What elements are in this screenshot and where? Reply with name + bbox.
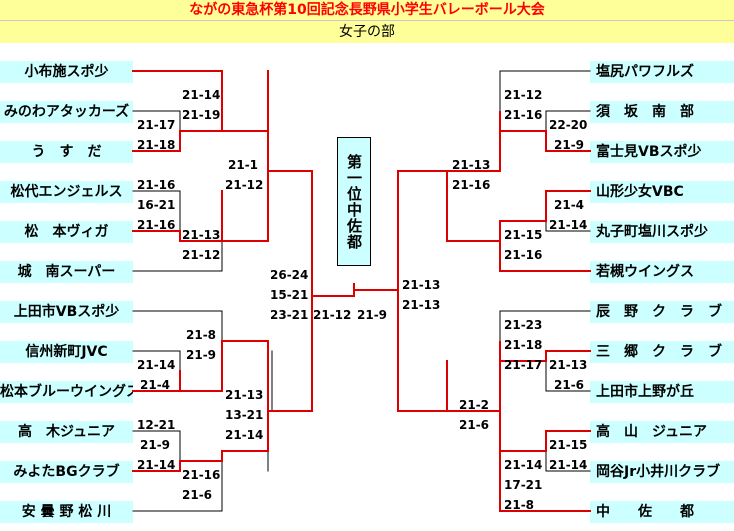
score: 21-14 (182, 88, 221, 102)
team-left-3: う す だ (0, 141, 133, 163)
score: 21-17 (504, 358, 543, 372)
score: 21-13 (452, 158, 491, 172)
score: 21-6 (554, 378, 585, 392)
score: 21-9 (140, 438, 171, 452)
score: 21-16 (504, 108, 543, 122)
score: 21-16 (137, 218, 176, 232)
team-right-9: 上田市上野が丘 (590, 381, 734, 403)
score: 21-13 (225, 388, 264, 402)
score: 12-21 (137, 418, 176, 432)
score: 21-17 (137, 118, 176, 132)
champion-box: 第一位中佐都 (337, 137, 371, 266)
score: 21-12 (504, 88, 543, 102)
score: 21-16 (137, 178, 176, 192)
score: 21-19 (182, 108, 221, 122)
team-right-3: 富士見VBスポ少 (590, 141, 734, 163)
team-right-12: 中 佐 都 (590, 501, 734, 523)
score: 21-4 (140, 378, 171, 392)
team-left-7: 上田市VBスポ少 (0, 301, 133, 323)
score: 21-13 (549, 358, 588, 372)
division-subtitle: 女子の部 (0, 20, 734, 43)
score: 21-13 (402, 278, 441, 292)
score: 21-9 (186, 348, 217, 362)
team-right-5: 丸子町塩川スポ少 (590, 221, 734, 243)
score: 16-21 (137, 198, 176, 212)
score: 21-9 (554, 138, 585, 152)
team-left-6: 城 南スーパー (0, 261, 133, 283)
score: 21-16 (182, 468, 221, 482)
score: 21-16 (452, 178, 491, 192)
score: 21-12 (182, 248, 221, 262)
score: 22-20 (549, 118, 588, 132)
score: 21-23 (504, 318, 543, 332)
score: 21-8 (186, 328, 217, 342)
team-left-12: 安 曇 野 松 川 (0, 501, 133, 523)
score: 17-21 (504, 478, 543, 492)
score: 21-14 (549, 458, 588, 472)
score: 21-14 (225, 428, 264, 442)
score: 21-18 (504, 338, 543, 352)
team-left-8: 信州新町JVC (0, 341, 133, 363)
team-left-11: みよたBGクラブ (0, 461, 133, 483)
team-right-11: 岡谷Jr小井川クラブ (590, 461, 734, 483)
score: 21-2 (459, 398, 490, 412)
team-left-5: 松 本ヴィガ (0, 221, 133, 243)
score: 21-13 (182, 228, 221, 242)
team-left-9: 松本ブルーウイングス (0, 381, 133, 403)
team-right-6: 若槻ウイングス (590, 261, 734, 283)
score: 21-14 (504, 458, 543, 472)
score: 21-8 (504, 498, 535, 512)
score: 21-14 (137, 358, 176, 372)
team-right-7: 辰 野 ク ラ ブ (590, 301, 734, 323)
score: 21-15 (504, 228, 543, 242)
score: 21-14 (137, 458, 176, 472)
team-right-2: 須 坂 南 部 (590, 101, 734, 123)
score: 21-1 (228, 158, 259, 172)
score: 21-16 (504, 248, 543, 262)
team-right-8: 三 郷 ク ラ ブ (590, 341, 734, 363)
score: 21-4 (554, 198, 585, 212)
score: 21-14 (549, 218, 588, 232)
team-left-2: みのわアタッカーズ (0, 101, 133, 123)
tournament-title: ながの東急杯第10回記念長野県小学生バレーボール大会 (0, 0, 734, 20)
score: 21-6 (182, 488, 213, 502)
score: 21-6 (459, 418, 490, 432)
score: 15-21 (270, 288, 309, 302)
score: 21-12 (313, 308, 352, 322)
score: 26-24 (270, 268, 309, 282)
team-left-10: 高 木ジュニア (0, 421, 133, 443)
team-right-4: 山形少女VBC (590, 181, 734, 203)
score: 23-21 (270, 308, 309, 322)
score: 21-13 (402, 298, 441, 312)
score: 21-18 (137, 138, 176, 152)
score: 21-9 (357, 308, 388, 322)
score: 21-12 (225, 178, 264, 192)
score: 21-15 (549, 438, 588, 452)
team-right-10: 高 山 ジュニア (590, 421, 734, 443)
team-left-4: 松代エンジェルス (0, 181, 133, 203)
score: 13-21 (225, 408, 264, 422)
team-right-1: 塩尻パワフルズ (590, 61, 734, 83)
team-left-1: 小布施スポ少 (0, 61, 133, 83)
